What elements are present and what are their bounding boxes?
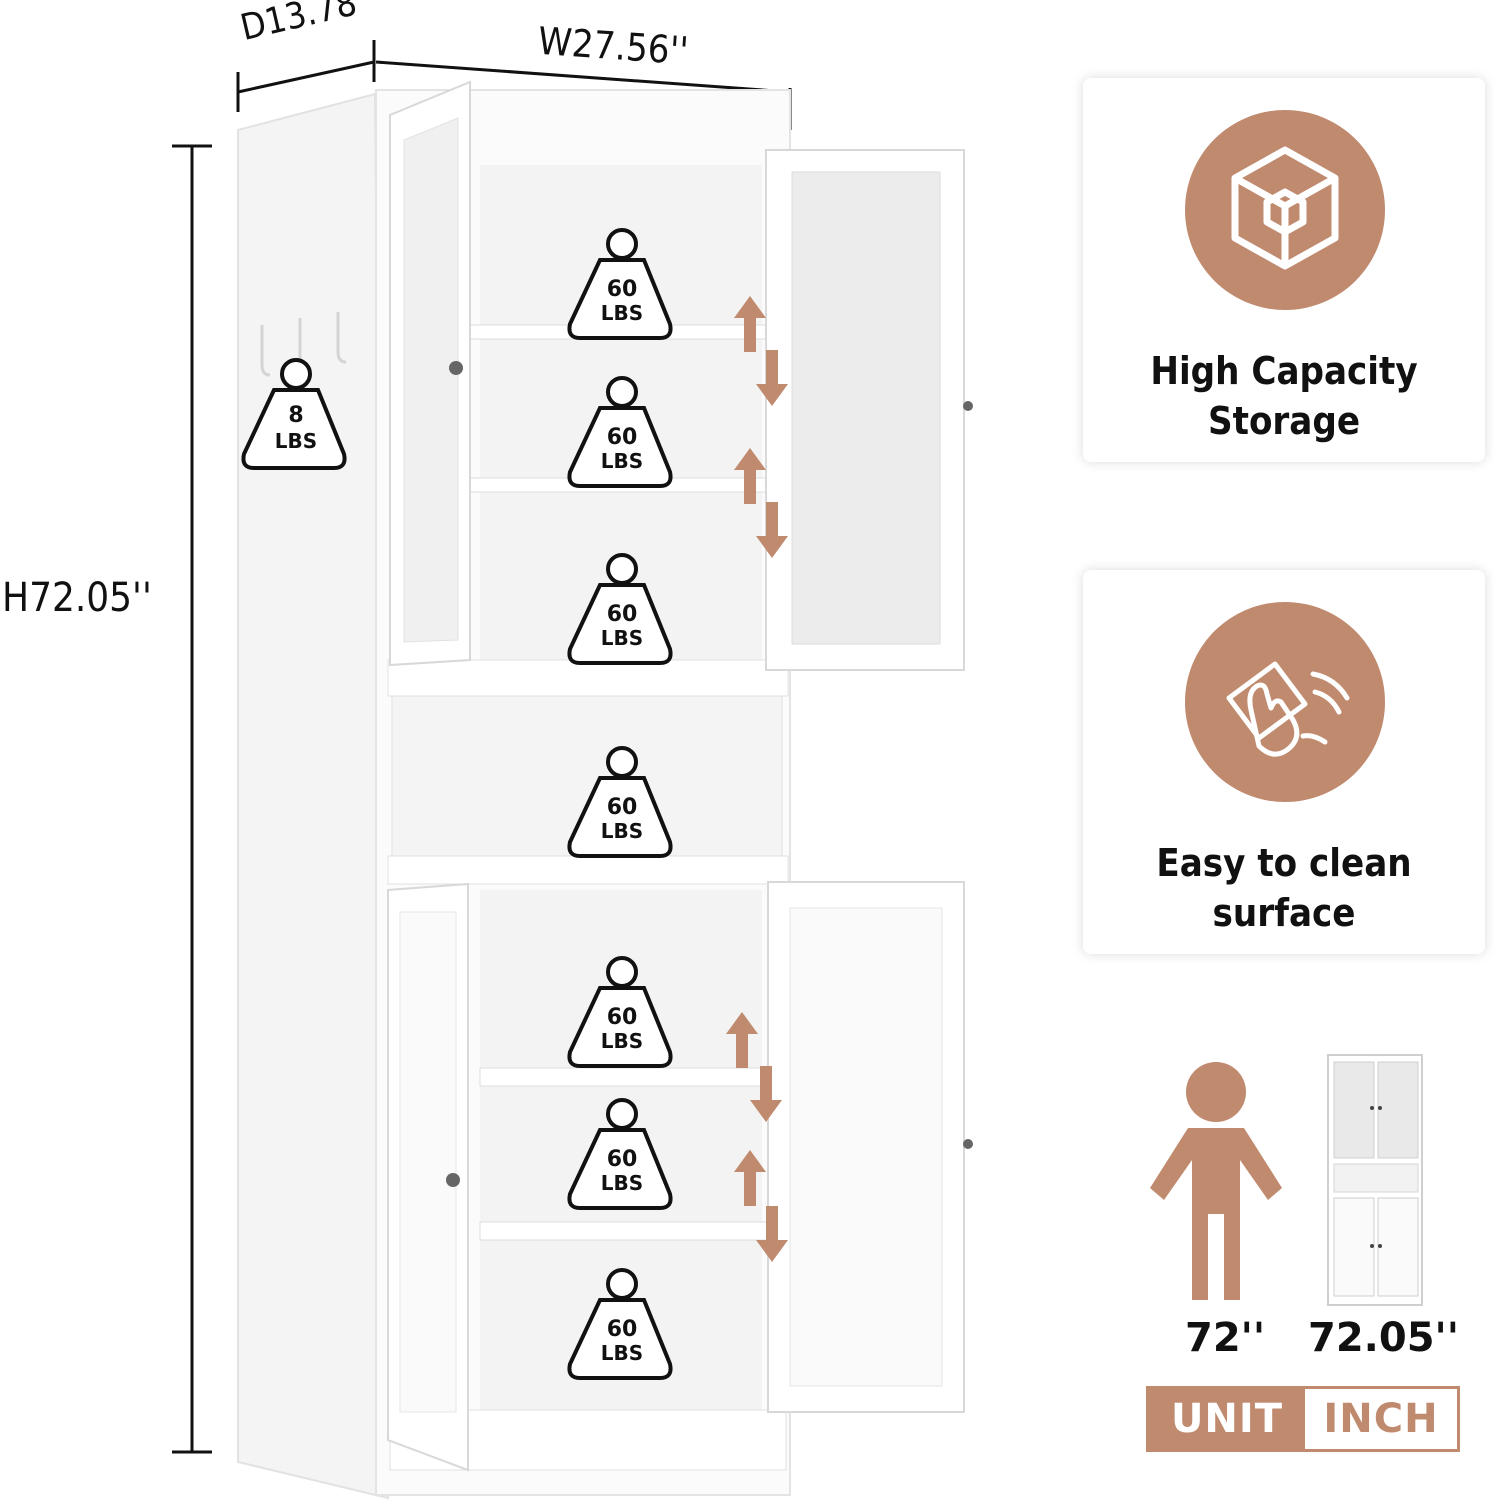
lower-left-door xyxy=(387,882,469,1472)
weight-unit: LBS xyxy=(275,429,317,453)
unit-badge: UNIT INCH xyxy=(1146,1386,1460,1452)
weight-value: 60 xyxy=(607,425,638,450)
weight-icon: 60 LBS xyxy=(567,553,673,665)
upper-left-glass-door xyxy=(389,80,471,667)
feature-card-clean: Easy to clean surface xyxy=(1083,570,1485,954)
weight-icon: 60 LBS xyxy=(567,228,673,340)
weight-icon: 60 LBS xyxy=(567,1098,673,1210)
weight-value: 60 xyxy=(607,795,638,820)
weight-unit: LBS xyxy=(601,1341,643,1365)
shelf-adjust-arrow-icon xyxy=(726,1012,782,1122)
weight-icon: 60 LBS xyxy=(567,746,673,858)
weight-unit: LBS xyxy=(601,301,643,325)
weight-value: 60 xyxy=(607,1005,638,1030)
person-height-label: 72'' xyxy=(1185,1315,1266,1361)
shelf-adjust-arrow-icon xyxy=(734,448,788,558)
shelf-adjust-arrow-icon xyxy=(734,296,788,406)
weight-value: 60 xyxy=(607,1147,638,1172)
lower-right-door xyxy=(767,881,973,1413)
feature-icon-circle xyxy=(1185,110,1385,310)
weight-unit: LBS xyxy=(601,626,643,650)
side-weight-icon: 8 LBS xyxy=(241,358,347,470)
unit-value: INCH xyxy=(1305,1389,1457,1449)
weight-unit: LBS xyxy=(601,1171,643,1195)
shelf-adjust-arrow-icon xyxy=(734,1150,788,1262)
feature-title-line2: Storage xyxy=(1207,399,1361,443)
weight-value: 60 xyxy=(607,1317,638,1342)
weight-icon: 60 LBS xyxy=(567,1268,673,1380)
side-weight-value: 8 xyxy=(288,403,303,428)
weight-value: 60 xyxy=(607,602,638,627)
feature-icon-circle xyxy=(1185,602,1385,802)
person-icon xyxy=(1150,1062,1282,1300)
depth-dimension-line xyxy=(236,40,376,112)
feature-title: Easy to clean surface xyxy=(1083,838,1485,938)
cabinet-thumbnail xyxy=(1327,1054,1423,1306)
feature-title-line1: High Capacity xyxy=(1150,349,1418,393)
height-label: H72.05'' xyxy=(2,575,152,621)
weight-icon: 60 LBS xyxy=(567,376,673,488)
wipe-clean-icon xyxy=(1226,661,1350,757)
feature-title-line1: Easy to clean xyxy=(1156,841,1412,885)
weight-unit: LBS xyxy=(601,819,643,843)
cabinet-side-panel xyxy=(237,92,390,1500)
weight-unit: LBS xyxy=(601,449,643,473)
unit-label: UNIT xyxy=(1149,1389,1305,1449)
upper-right-glass-door xyxy=(765,149,973,671)
height-dimension-line xyxy=(172,144,212,1454)
cube-icon xyxy=(1231,146,1339,270)
cabinet-height-label: 72.05'' xyxy=(1308,1315,1460,1361)
feature-title: High Capacity Storage xyxy=(1083,346,1485,446)
feature-title-line2: surface xyxy=(1212,891,1356,935)
weight-value: 60 xyxy=(607,277,638,302)
feature-card-capacity: High Capacity Storage xyxy=(1083,78,1485,462)
weight-icon: 60 LBS xyxy=(567,956,673,1068)
weight-unit: LBS xyxy=(601,1029,643,1053)
